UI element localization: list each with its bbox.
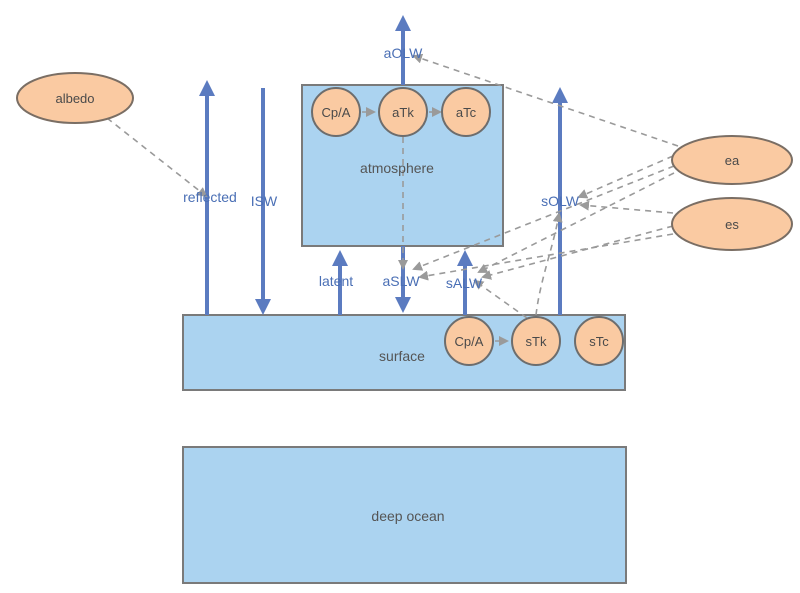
solw-label: sOLW <box>541 193 580 209</box>
es-to-aslw-connector[interactable] <box>418 233 674 281</box>
isw-label: ISW <box>251 193 278 209</box>
es-label: es <box>725 217 739 232</box>
stk-node[interactable] <box>511 316 561 366</box>
stk-label: sTk <box>526 334 547 349</box>
surface-cpa-label: Cp/A <box>455 334 484 349</box>
es-to-salw-connector[interactable] <box>481 225 674 280</box>
ea-to-aslw-connector[interactable] <box>412 165 675 271</box>
stc-label: sTc <box>589 334 609 349</box>
albedo-node[interactable] <box>16 72 134 124</box>
salw-label: sALW <box>446 275 483 291</box>
stk-to-salw-connector[interactable] <box>473 279 528 319</box>
atmosphere-cpa-label: Cp/A <box>322 105 351 120</box>
stk-to-solw-connector[interactable] <box>535 212 563 316</box>
es-node[interactable] <box>671 197 793 251</box>
albedo-to-reflected-connector[interactable] <box>106 117 208 198</box>
ea-to-aolw-connector[interactable] <box>412 53 679 147</box>
atc-label: aTc <box>456 105 477 120</box>
latent-label: latent <box>319 273 353 289</box>
atk-label: aTk <box>392 105 414 120</box>
aslw-label: aSLW <box>382 273 420 289</box>
albedo-label: albedo <box>55 91 94 106</box>
atmosphere-label: atmosphere <box>360 160 434 176</box>
atmosphere-cpa-node[interactable] <box>311 87 361 137</box>
deep-ocean-box[interactable] <box>182 446 627 584</box>
ea-label: ea <box>725 153 740 168</box>
surface-label: surface <box>379 348 425 364</box>
ea-node[interactable] <box>671 135 793 185</box>
ea-to-salw-connector[interactable] <box>477 172 675 273</box>
atc-node[interactable] <box>441 87 491 137</box>
ea-to-solw-connector[interactable] <box>577 155 674 199</box>
deep-ocean-label: deep ocean <box>371 508 444 524</box>
aolw-label: aOLW <box>384 45 423 61</box>
stc-node[interactable] <box>574 316 624 366</box>
surface-cpa-node[interactable] <box>444 316 494 366</box>
atk-node[interactable] <box>378 87 428 137</box>
es-to-solw-connector[interactable] <box>579 200 674 214</box>
reflected-label: reflected <box>183 189 237 205</box>
